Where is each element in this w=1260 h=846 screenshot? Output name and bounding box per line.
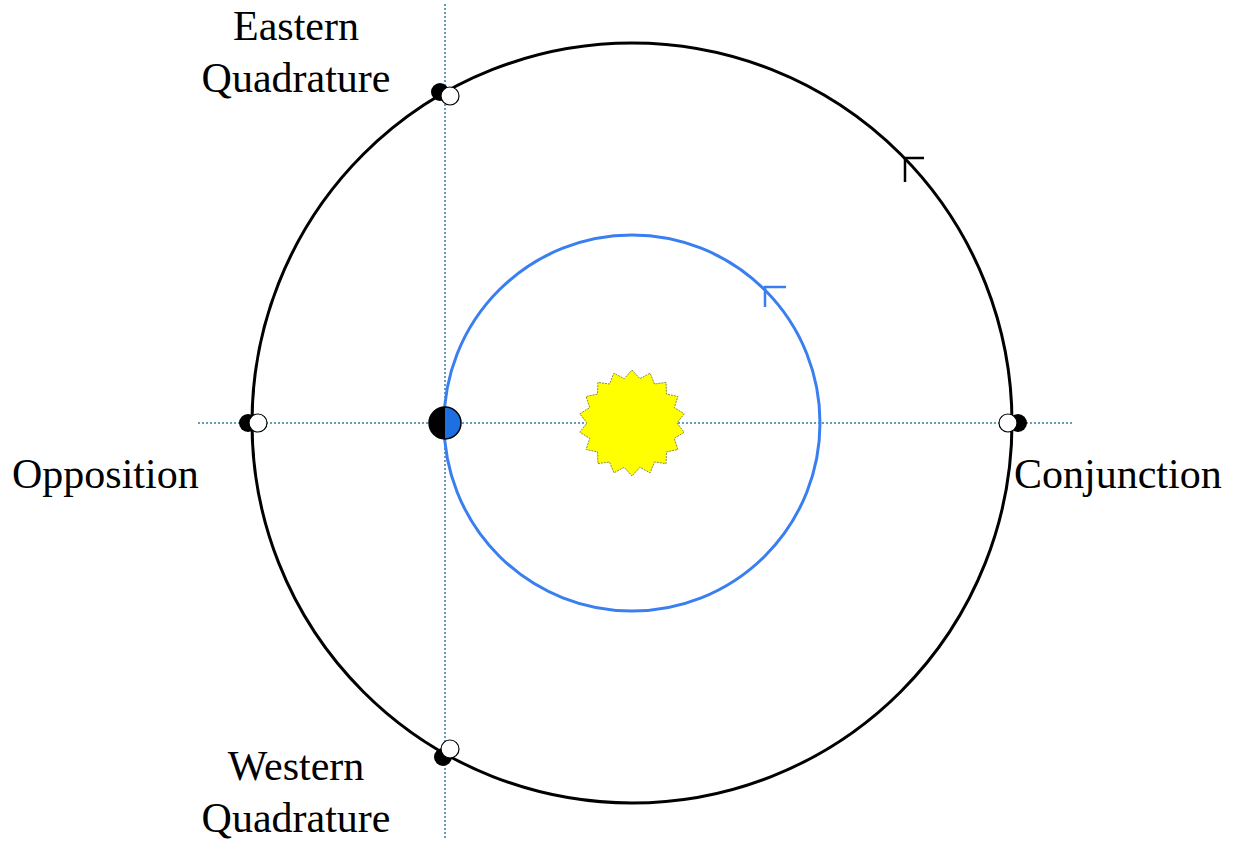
earth-dark-half xyxy=(429,407,445,439)
planet-lit xyxy=(441,740,459,758)
earth-orbit xyxy=(444,235,820,611)
sun-rays xyxy=(580,370,684,476)
direction-arrow xyxy=(765,287,786,307)
configuration-label: Eastern Quadrature xyxy=(180,0,412,104)
planet-lit xyxy=(249,414,267,432)
sun-symbol xyxy=(580,370,684,476)
direction-arrow xyxy=(905,158,924,182)
planet-lit xyxy=(441,87,459,105)
earth-outline xyxy=(429,407,461,439)
configuration-label: Western Quadrature xyxy=(180,740,412,844)
outer-orbit xyxy=(252,43,1012,803)
planet-lit xyxy=(999,414,1017,432)
configuration-label: Opposition xyxy=(12,448,252,500)
configuration-label: Conjunction xyxy=(1014,448,1254,500)
earth-lit-half xyxy=(445,407,461,439)
